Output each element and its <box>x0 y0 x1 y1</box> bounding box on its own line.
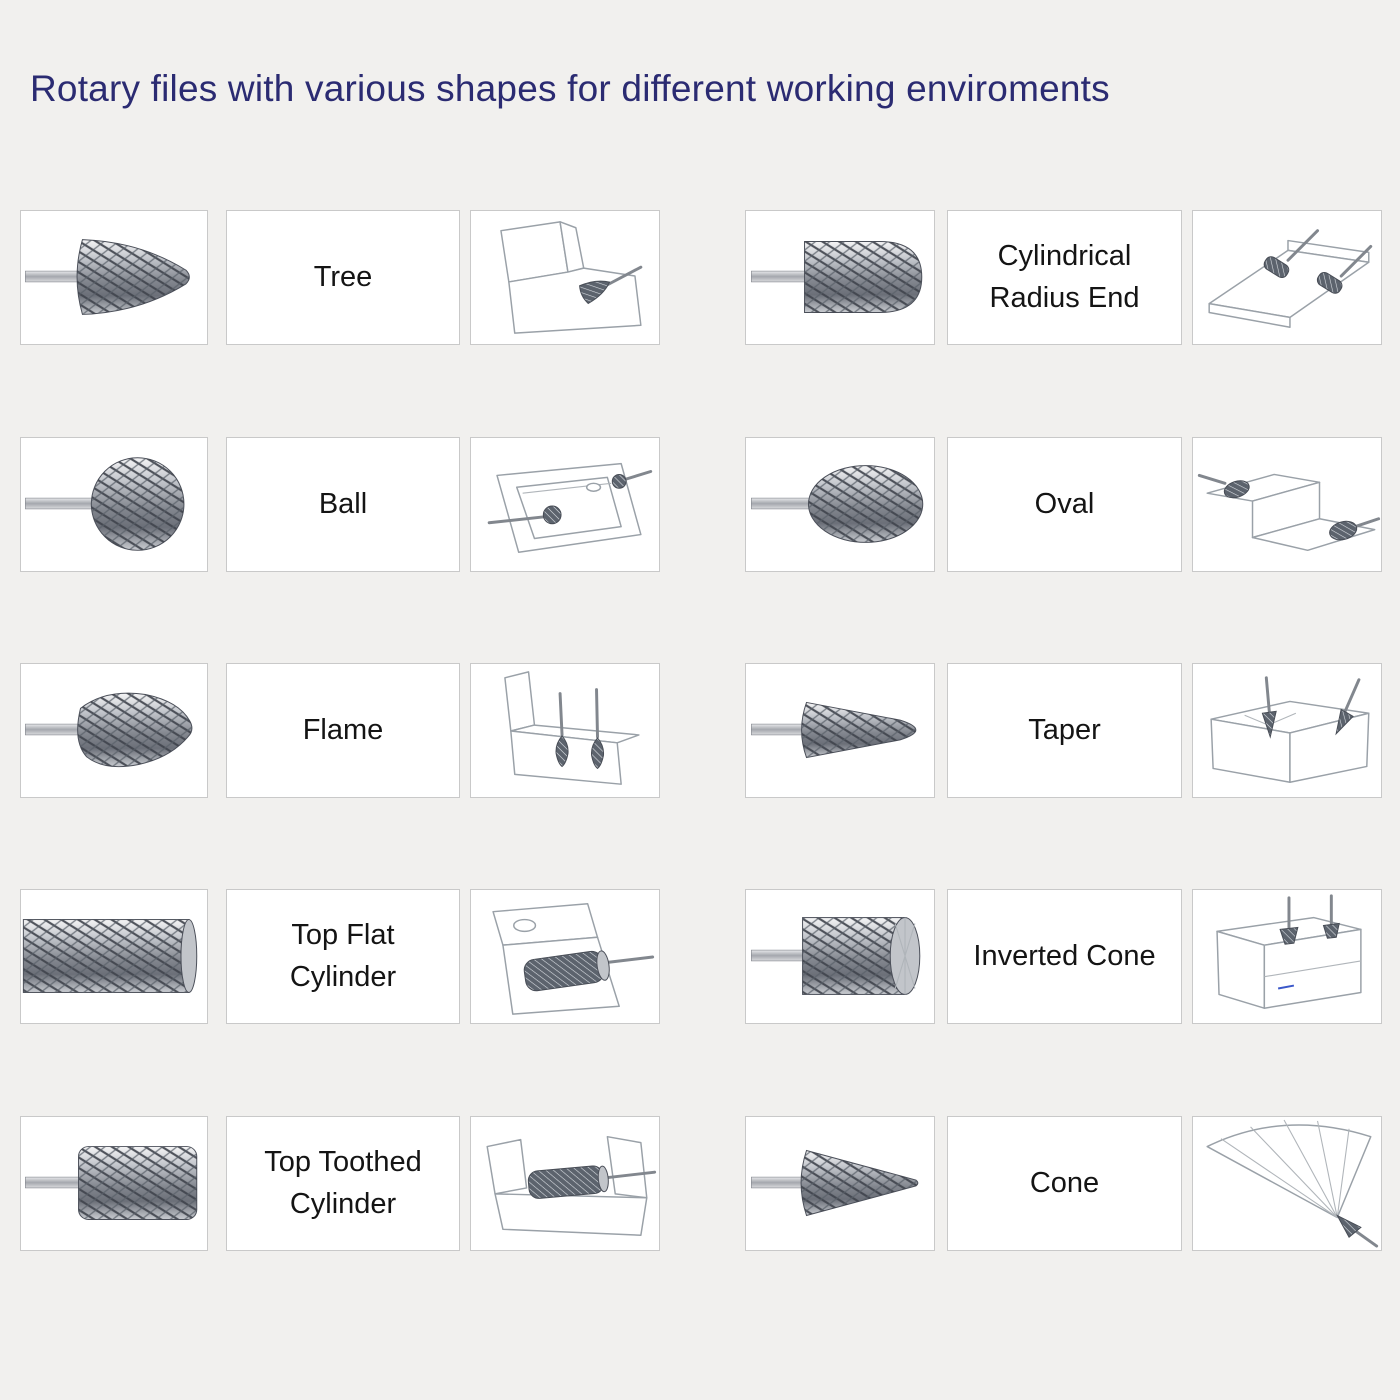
top-flat-cylinder-burr-icon <box>22 919 198 993</box>
usage-illustration-cylindrical-radius-end <box>1192 210 1382 345</box>
cylindrical-radius-end-usage-illustration <box>1208 229 1373 328</box>
item-label-text: Oval <box>1034 487 1095 520</box>
top-toothed-cylinder-burr-icon <box>25 1146 198 1220</box>
item-label-flame: Flame <box>226 663 460 798</box>
usage-illustration-top-toothed-cylinder <box>470 1116 660 1251</box>
flame-burr-icon <box>25 692 193 768</box>
burr-photo-top-toothed-cylinder <box>20 1116 208 1251</box>
top-flat-cylinder-usage-illustration <box>492 903 655 1015</box>
taper-burr-icon <box>751 701 917 759</box>
item-label-text: Ball <box>318 487 368 520</box>
item-label-text: Tree <box>313 260 373 293</box>
cylindrical-radius-end-burr-icon <box>751 241 923 313</box>
burr-photo-ball <box>20 437 208 572</box>
item-label-cone: Cone <box>947 1116 1182 1251</box>
tree-usage-illustration <box>500 221 643 334</box>
inverted-cone-usage-illustration <box>1216 894 1362 1009</box>
ball-usage-illustration <box>487 462 653 554</box>
item-label-text: Top Flat Cylinder <box>289 919 397 993</box>
tree-burr-icon <box>25 239 190 315</box>
top-toothed-cylinder-usage-illustration <box>486 1135 657 1236</box>
burr-photo-taper <box>745 663 935 798</box>
burr-photo-tree <box>20 210 208 345</box>
flame-usage-illustration <box>504 671 640 785</box>
item-label-cylindrical-radius-end: Cylindrical Radius End <box>947 210 1182 345</box>
item-label-top-flat-cylinder: Top Flat Cylinder <box>226 889 460 1024</box>
item-label-text: Cylindrical Radius End <box>989 240 1140 314</box>
item-label-ball: Ball <box>226 437 460 572</box>
usage-illustration-oval <box>1192 437 1382 572</box>
cone-burr-icon <box>751 1149 919 1217</box>
item-label-text: Top Toothed Cylinder <box>264 1146 422 1220</box>
usage-illustration-ball <box>470 437 660 572</box>
taper-usage-illustration <box>1210 676 1370 783</box>
item-label-tree: Tree <box>226 210 460 345</box>
item-label-text: Cone <box>1029 1166 1100 1199</box>
usage-illustration-tree <box>470 210 660 345</box>
item-label-text: Taper <box>1028 713 1101 746</box>
burr-photo-cone <box>745 1116 935 1251</box>
burr-photo-inverted-cone <box>745 889 935 1024</box>
usage-illustration-inverted-cone <box>1192 889 1382 1024</box>
page-title: Rotary files with various shapes for dif… <box>30 68 1110 109</box>
burr-photo-flame <box>20 663 208 798</box>
oval-usage-illustration <box>1197 473 1381 552</box>
item-label-taper: Taper <box>947 663 1182 798</box>
item-label-oval: Oval <box>947 437 1182 572</box>
item-label-inverted-cone: Inverted Cone <box>947 889 1182 1024</box>
usage-illustration-taper <box>1192 663 1382 798</box>
burr-photo-cylindrical-radius-end <box>745 210 935 345</box>
inverted-cone-burr-icon <box>751 917 921 995</box>
ball-burr-icon <box>25 457 185 551</box>
item-label-text: Inverted Cone <box>973 939 1156 972</box>
burr-photo-oval <box>745 437 935 572</box>
oval-burr-icon <box>751 465 924 543</box>
burr-photo-top-flat-cylinder <box>20 889 208 1024</box>
usage-illustration-cone <box>1192 1116 1382 1251</box>
usage-illustration-flame <box>470 663 660 798</box>
cone-usage-illustration <box>1206 1119 1379 1248</box>
item-label-text: Flame <box>302 713 384 746</box>
usage-illustration-top-flat-cylinder <box>470 889 660 1024</box>
item-label-top-toothed-cylinder: Top Toothed Cylinder <box>226 1116 460 1251</box>
